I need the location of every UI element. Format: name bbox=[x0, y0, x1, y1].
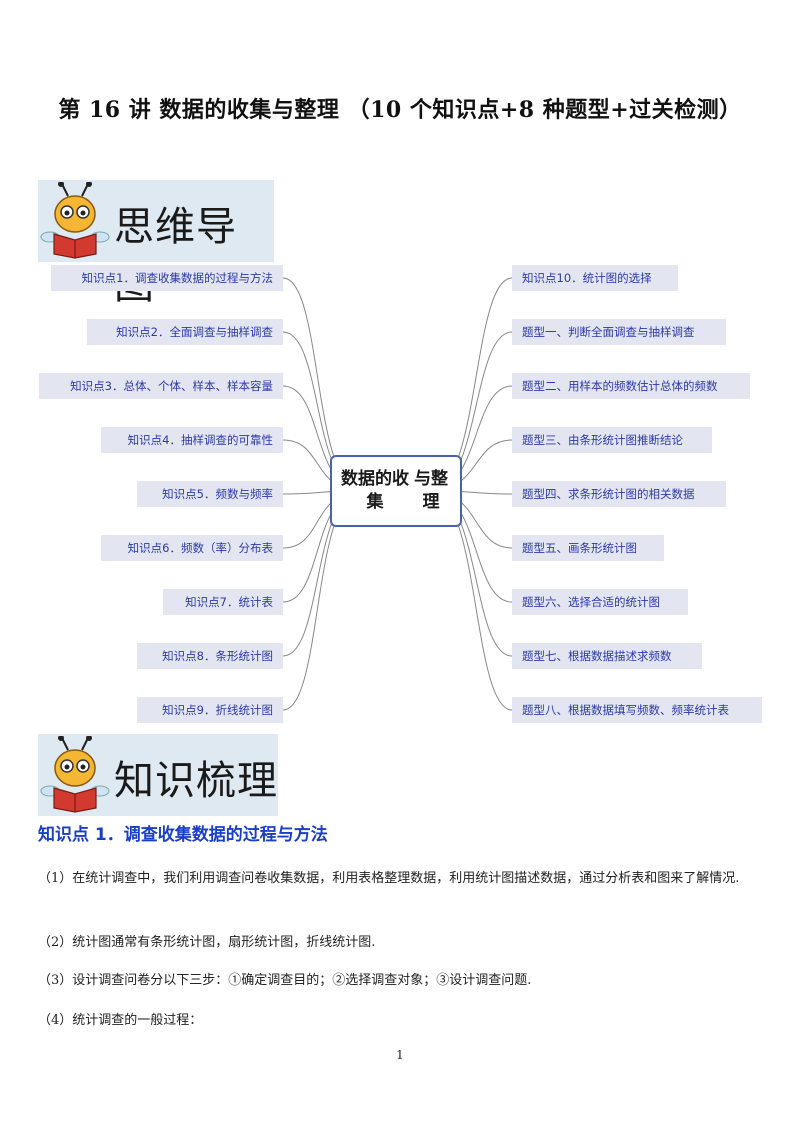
mindmap-node-knowledge: 知识点2．全面调查与抽样调查 bbox=[87, 319, 283, 345]
mindmap-node-knowledge: 知识点8．条形统计图 bbox=[137, 643, 283, 669]
banner-title: 知识梳理 bbox=[114, 758, 278, 804]
mindmap-node-knowledge: 知识点5．频数与频率 bbox=[137, 481, 283, 507]
mindmap-node-question-type: 题型一、判断全面调查与抽样调查 bbox=[512, 319, 726, 345]
bee-reading-icon bbox=[40, 182, 110, 259]
mindmap-node-knowledge: 知识点6．频数（率）分布表 bbox=[101, 535, 283, 561]
mindmap-node-knowledge: 知识点3．总体、个体、样本、样本容量 bbox=[39, 373, 283, 399]
mindmap-center-node: 数据的收集与整理 bbox=[330, 455, 462, 527]
mind-map: 知识点1．调查收集数据的过程与方法知识点2．全面调查与抽样调查知识点3．总体、个… bbox=[0, 255, 800, 725]
mindmap-node-question-type: 题型六、选择合适的统计图 bbox=[512, 589, 688, 615]
mindmap-node-knowledge: 知识点9．折线统计图 bbox=[137, 697, 283, 723]
mindmap-node-question-type: 题型八、根据数据填写频数、频率统计表 bbox=[512, 697, 762, 723]
mindmap-node-question-type: 题型二、用样本的频数估计总体的频数 bbox=[512, 373, 750, 399]
knowledge-banner: 知识梳理 bbox=[38, 734, 278, 816]
page-number: 1 bbox=[396, 1048, 404, 1062]
mindmap-node-question-type: 知识点10．统计图的选择 bbox=[512, 265, 678, 291]
section-heading: 知识点 1．调查收集数据的过程与方法 bbox=[38, 825, 328, 845]
mindmap-node-question-type: 题型七、根据数据描述求频数 bbox=[512, 643, 702, 669]
mindmap-node-knowledge: 知识点7．统计表 bbox=[163, 589, 283, 615]
bee-reading-icon bbox=[40, 736, 110, 813]
mindmap-node-question-type: 题型四、求条形统计图的相关数据 bbox=[512, 481, 726, 507]
mindmap-node-knowledge: 知识点1．调查收集数据的过程与方法 bbox=[51, 265, 283, 291]
page-title: 第 16 讲 数据的收集与整理 （10 个知识点+8 种题型+过关检测） bbox=[58, 97, 742, 123]
paragraph: （4）统计调查的一般过程： bbox=[38, 1013, 203, 1028]
paragraph: （2）统计图通常有条形统计图，扇形统计图，折线统计图. bbox=[38, 935, 376, 950]
paragraph: （1）在统计调查中，我们利用调查问卷收集数据，利用表格整理数据，利用统计图描述数… bbox=[38, 871, 740, 886]
mindmap-banner: 思维导图 bbox=[38, 180, 274, 308]
paragraph: （3）设计调查问卷分以下三步：①确定调查目的；②选择调查对象；③设计调查问题. bbox=[38, 973, 532, 988]
mindmap-node-question-type: 题型三、由条形统计图推断结论 bbox=[512, 427, 712, 453]
mindmap-node-knowledge: 知识点4．抽样调查的可靠性 bbox=[101, 427, 283, 453]
mindmap-node-question-type: 题型五、画条形统计图 bbox=[512, 535, 664, 561]
